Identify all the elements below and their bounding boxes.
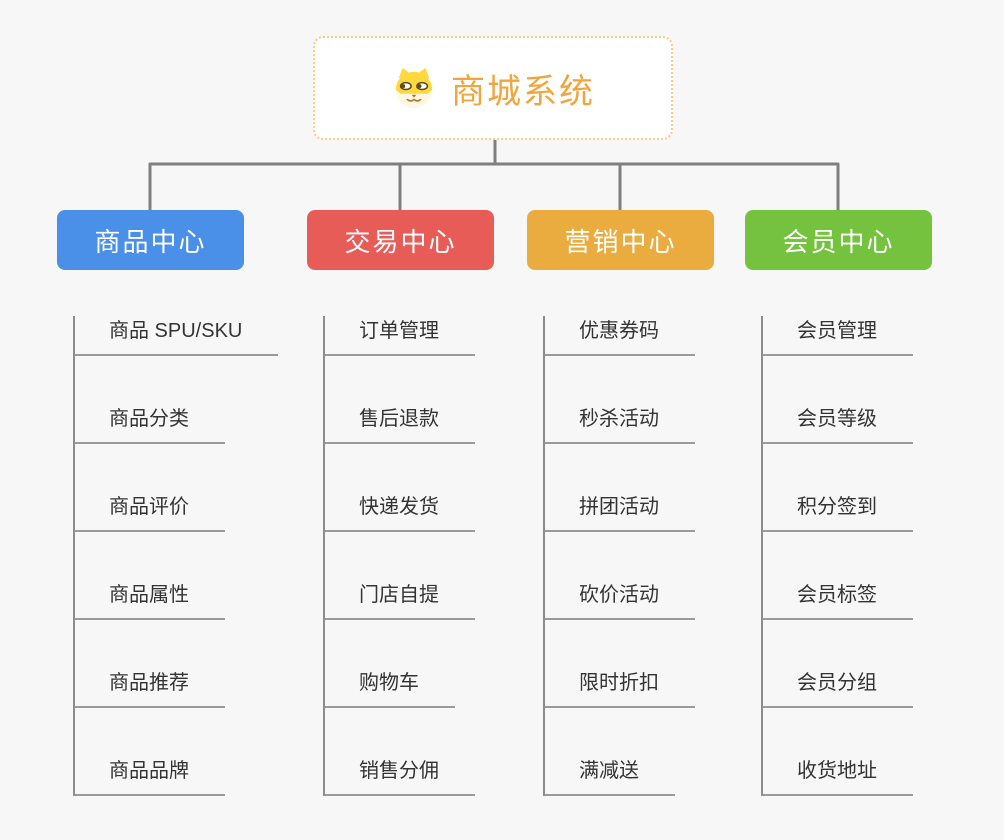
node-item[interactable]: 售后退款 [325, 404, 475, 444]
node-item[interactable]: 购物车 [325, 668, 455, 708]
page-title: 商城系统 [451, 72, 595, 111]
node-item[interactable]: 收货地址 [763, 756, 913, 796]
node-item[interactable]: 会员分组 [763, 668, 913, 708]
branch-member-center: 会员中心 会员管理 会员等级 积分签到 会员标签 会员分组 收货地址 [745, 210, 932, 796]
node-item[interactable]: 商品分类 [75, 404, 225, 444]
branch-header-product-center[interactable]: 商品中心 [57, 210, 244, 270]
node-item[interactable]: 订单管理 [325, 316, 475, 356]
node-item[interactable]: 商品评价 [75, 492, 225, 532]
branch-item-list: 优惠券码 秒杀活动 拼团活动 砍价活动 限时折扣 满减送 [543, 316, 714, 796]
node-item[interactable]: 秒杀活动 [545, 404, 695, 444]
branch-header-marketing-center[interactable]: 营销中心 [527, 210, 714, 270]
node-item[interactable]: 会员等级 [763, 404, 913, 444]
node-item[interactable]: 快递发货 [325, 492, 475, 532]
node-item[interactable]: 商品 SPU/SKU [75, 316, 279, 356]
branch-item-list: 订单管理 售后退款 快递发货 门店自提 购物车 销售分佣 [323, 316, 494, 796]
node-item[interactable]: 限时折扣 [545, 668, 695, 708]
node-item[interactable]: 优惠券码 [545, 316, 695, 356]
node-item[interactable]: 商品推荐 [75, 668, 225, 708]
branch-item-list: 会员管理 会员等级 积分签到 会员标签 会员分组 收货地址 [761, 316, 932, 796]
node-item[interactable]: 商品属性 [75, 580, 225, 620]
node-item[interactable]: 会员管理 [763, 316, 913, 356]
dog-face-icon [395, 67, 433, 109]
node-item[interactable]: 商品品牌 [75, 756, 225, 796]
branch-header-trade-center[interactable]: 交易中心 [307, 210, 494, 270]
branch-marketing-center: 营销中心 优惠券码 秒杀活动 拼团活动 砍价活动 限时折扣 满减送 [527, 210, 714, 796]
root-node-mall-system[interactable]: 商城系统 [313, 36, 673, 140]
node-item[interactable]: 会员标签 [763, 580, 913, 620]
node-item[interactable]: 满减送 [545, 756, 675, 796]
node-item[interactable]: 积分签到 [763, 492, 913, 532]
branch-item-list: 商品 SPU/SKU 商品分类 商品评价 商品属性 商品推荐 商品品牌 [73, 316, 279, 796]
branch-header-member-center[interactable]: 会员中心 [745, 210, 932, 270]
branch-trade-center: 交易中心 订单管理 售后退款 快递发货 门店自提 购物车 销售分佣 [307, 210, 494, 796]
node-item[interactable]: 拼团活动 [545, 492, 695, 532]
branch-product-center: 商品中心 商品 SPU/SKU 商品分类 商品评价 商品属性 商品推荐 商品品牌 [57, 210, 279, 796]
node-item[interactable]: 门店自提 [325, 580, 475, 620]
node-item[interactable]: 销售分佣 [325, 756, 475, 796]
node-item[interactable]: 砍价活动 [545, 580, 695, 620]
